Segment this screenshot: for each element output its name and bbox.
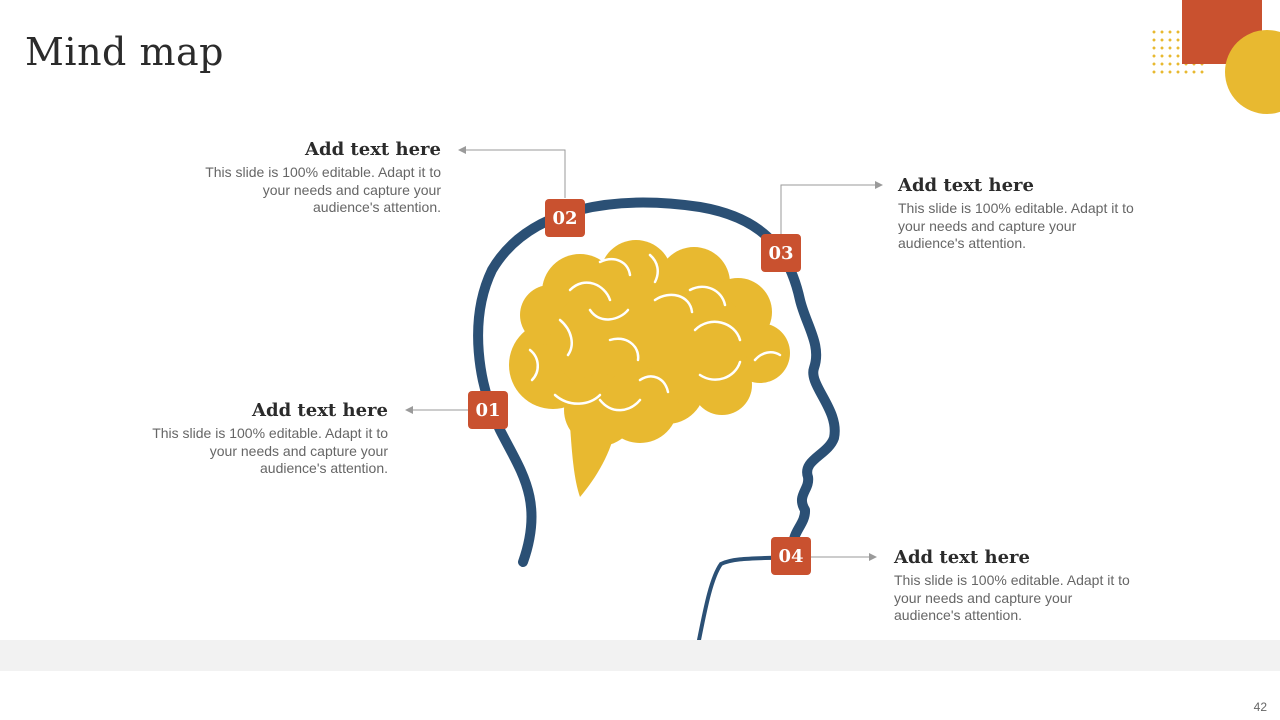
connector-03 [780,181,883,234]
page-number: 42 [1253,700,1267,714]
node-badge-01: 01 [468,391,508,429]
node-badge-03: 03 [761,234,801,272]
connector-02 [458,146,566,198]
node-heading-01: Add text here [252,400,388,421]
node-heading-02: Add text here [305,139,441,160]
node-badge-02: 02 [545,199,585,237]
brain-icon [509,240,790,497]
slide-title: Mind map [25,30,224,74]
node-label-04: Add text here This slide is 100% editabl… [894,547,1134,625]
node-heading-04: Add text here [894,547,1030,568]
node-label-03: Add text here This slide is 100% editabl… [898,175,1138,253]
node-body-02: This slide is 100% editable. Adapt it to… [205,164,441,215]
node-label-01: Add text here This slide is 100% editabl… [148,400,388,478]
node-label-02: Add text here This slide is 100% editabl… [201,139,441,217]
node-body-04: This slide is 100% editable. Adapt it to… [894,572,1130,623]
node-body-01: This slide is 100% editable. Adapt it to… [152,425,388,476]
node-body-03: This slide is 100% editable. Adapt it to… [898,200,1134,251]
node-badge-04: 04 [771,537,811,575]
node-heading-03: Add text here [898,175,1034,196]
connector-lines [405,146,883,561]
footer-band [0,640,1280,671]
